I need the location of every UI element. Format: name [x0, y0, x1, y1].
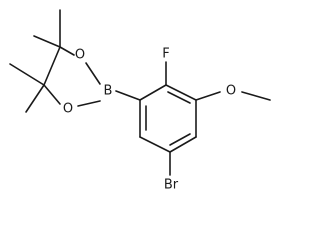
bond-c1-boron: [115, 90, 141, 101]
atom-label-boron: B: [104, 84, 113, 99]
ring-bond-c5-c6: [139, 136, 171, 153]
bond-oxygen-upper-carbon: [59, 46, 75, 56]
ring-double-bond-c2-c3: [167, 91, 191, 104]
ring-bond-c1-c2: [139, 84, 167, 101]
atom-label-bromine: Br: [164, 178, 179, 193]
atom-label-oxygen-upper: O: [75, 48, 85, 63]
benzene-ring: [139, 84, 197, 153]
bond-oxygen-methyl: [241, 91, 271, 101]
ring-bond-c2-c3: [165, 84, 197, 101]
bond-c3-oxygen: [195, 91, 221, 101]
structure-diagram: F O O O B Br: [9, 9, 271, 193]
dioxaborolane-ring: [43, 46, 101, 107]
atom-label-oxygen-lower: O: [63, 102, 73, 117]
atom-label-oxygen-methoxy: O: [226, 84, 236, 99]
bond-boron-oxygen-upper: [85, 62, 101, 85]
bond-boron-oxygen-lower: [77, 100, 101, 107]
ring-bond-c4-c5: [169, 136, 197, 153]
bond-methyl-lower-2: [25, 84, 45, 113]
bond-methyl-upper-2: [33, 35, 61, 48]
atom-label-fluorine: F: [162, 47, 169, 62]
bond-ring-carbon-carbon: [43, 46, 61, 86]
ring-double-bond-c4-c5: [169, 133, 191, 146]
molecule-drawing: F O O O B Br: [9, 9, 271, 193]
bond-methyl-lower-1: [9, 63, 45, 86]
bond-oxygen-lower-carbon: [43, 84, 61, 105]
